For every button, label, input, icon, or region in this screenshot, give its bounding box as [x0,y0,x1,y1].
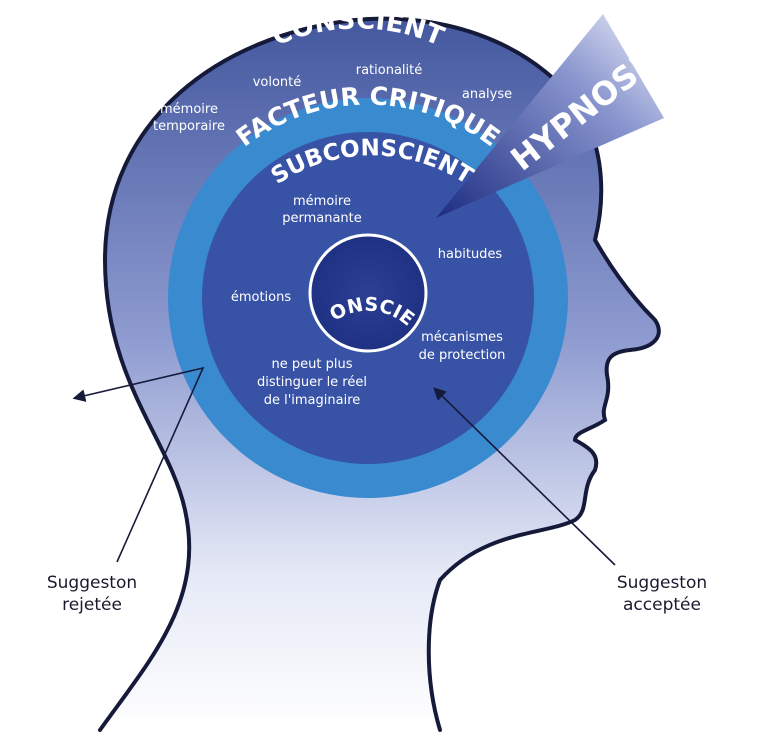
memoire-permanante-line1: mémoire [293,194,351,209]
mecanismes-line1: mécanismes [421,330,503,345]
memoire-temporaire-line2: temporaire [153,119,225,134]
rejected-arrow [72,366,205,563]
reel-line3: de l'imaginaire [264,393,361,408]
reel-line1: ne peut plus [272,357,353,372]
accepted-arrow [433,387,616,566]
emotions-label: émotions [231,290,292,305]
suggestion-acceptee-line1: Suggeston [617,573,707,593]
head-outline [98,16,661,732]
memoire-permanante-line2: permanante [282,211,362,226]
analyse-label: analyse [462,87,512,102]
suggestion-rejetee-line1: Suggeston [47,573,137,593]
inconscient-core [308,233,428,353]
suggestion-rejetee-line2: rejetée [62,595,122,615]
rationalite-label: rationalité [356,63,423,78]
mecanismes-line2: de protection [419,348,506,363]
reel-line2: distinguer le réel [257,375,367,390]
memoire-temporaire-line1: mémoire [160,102,218,117]
habitudes-label: habitudes [438,247,503,262]
volonte-label: volonté [253,75,302,90]
hypnose-beam [436,14,664,218]
suggestion-acceptee-line2: acceptée [623,595,701,615]
